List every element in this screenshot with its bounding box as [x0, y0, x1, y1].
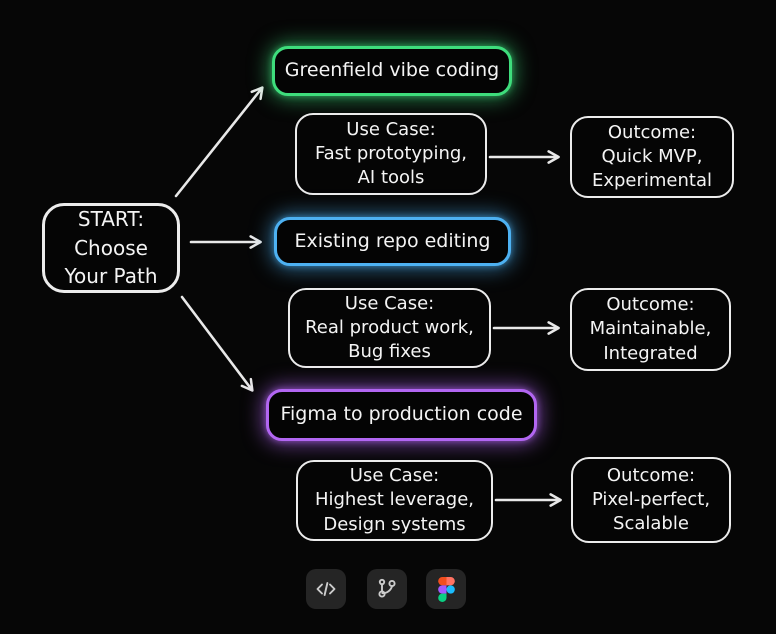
- outcome-node-figma: Outcome: Pixel-perfect, Scalable: [571, 457, 731, 543]
- arrow-start-to-figma: [180, 295, 254, 392]
- branch-node-existing-repo: Existing repo editing: [274, 217, 511, 266]
- use-case-line: Real product work,: [305, 316, 474, 338]
- outcome-line: Outcome:: [607, 121, 697, 143]
- outcome-node-existing-repo: Outcome: Maintainable, Integrated: [570, 288, 731, 371]
- outcome-line: Outcome:: [606, 294, 695, 316]
- start-node: START: Choose Your Path: [42, 203, 180, 293]
- branch-node-greenfield: Greenfield vibe coding: [272, 46, 512, 96]
- use-case-line: Use Case:: [349, 465, 440, 487]
- figma-icon: [437, 576, 455, 602]
- outcome-line: Experimental: [591, 170, 713, 192]
- outcome-line: Integrated: [603, 342, 698, 364]
- outcome-line: Quick MVP,: [601, 145, 703, 167]
- branch-title-label: Existing repo editing: [294, 229, 491, 252]
- git-branch-icon: [378, 578, 396, 598]
- use-case-line: Highest leverage,: [314, 489, 475, 511]
- use-case-line: AI tools: [357, 167, 425, 189]
- outcome-line: Outcome:: [606, 464, 696, 486]
- branch-node-figma: Figma to production code: [266, 389, 537, 441]
- code-icon: [316, 582, 336, 596]
- outcome-node-greenfield: Outcome: Quick MVP, Experimental: [570, 116, 734, 198]
- outcome-line: Pixel-perfect,: [591, 488, 711, 510]
- use-case-node-figma: Use Case: Highest leverage, Design syste…: [296, 460, 493, 541]
- use-case-line: Use Case:: [346, 118, 436, 140]
- arrow-start-to-greenfield: [174, 86, 264, 198]
- figma-button[interactable]: [426, 569, 466, 609]
- outcome-line: Maintainable,: [589, 318, 712, 340]
- code-button[interactable]: [306, 569, 346, 609]
- use-case-line: Use Case:: [344, 292, 435, 314]
- start-line: START:: [77, 207, 145, 232]
- start-line: Choose: [74, 235, 148, 260]
- use-case-line: Bug fixes: [348, 341, 431, 363]
- use-case-line: Design systems: [323, 513, 466, 535]
- outcome-line: Scalable: [613, 513, 689, 535]
- branch-title-label: Figma to production code: [280, 403, 523, 426]
- use-case-node-existing-repo: Use Case: Real product work, Bug fixes: [288, 288, 491, 368]
- use-case-line: Fast prototyping,: [314, 142, 468, 164]
- git-branch-button[interactable]: [367, 569, 407, 609]
- branch-title-label: Greenfield vibe coding: [284, 59, 500, 82]
- start-line: Your Path: [64, 264, 158, 289]
- use-case-node-greenfield: Use Case: Fast prototyping, AI tools: [295, 113, 487, 195]
